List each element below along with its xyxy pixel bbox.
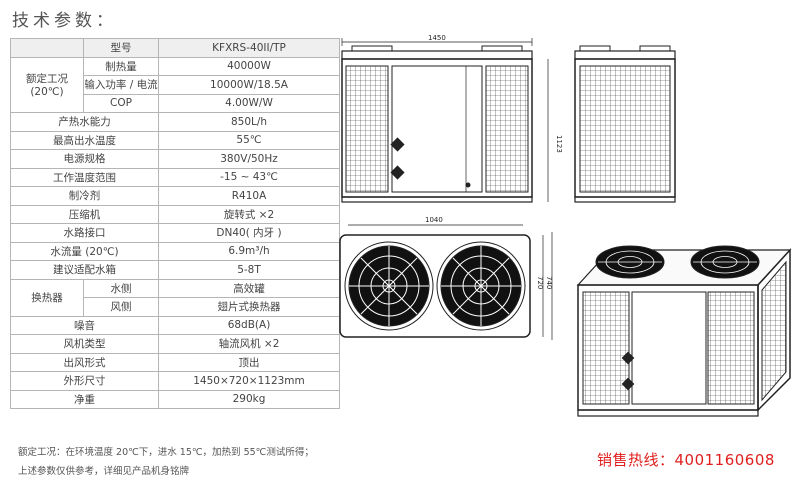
row-value: 1450×720×1123mm (158, 371, 340, 391)
row-value: 55℃ (158, 130, 340, 150)
table-row: 工作温度范围-15 ~ 43℃ (10, 167, 340, 187)
table-row: 出风形式顶出 (10, 352, 340, 372)
row-value: 翅片式换热器 (158, 297, 340, 317)
table-row: 换热器水侧高效罐 (10, 278, 340, 317)
row-value: 4.00W/W (158, 93, 340, 113)
row-value: 68dB(A) (158, 315, 340, 335)
row-value: 40000W (158, 56, 340, 76)
isometric-view-drawing (576, 245, 792, 417)
table-row: 水流量 (20℃)6.9m³/h (10, 241, 340, 261)
row-value: 旋转式 ×2 (158, 204, 340, 224)
row-label: COP (83, 93, 159, 113)
dim-width-label: 1450 (428, 34, 446, 42)
side-view-drawing (574, 45, 676, 203)
row-label: 型号 (83, 38, 159, 58)
row-value: KFXRS-40II/TP (158, 38, 340, 58)
row-value: 5-8T (158, 260, 340, 280)
row-label: 工作温度范围 (10, 167, 159, 187)
row-label: 最高出水温度 (10, 130, 159, 150)
row-label: 净重 (10, 389, 159, 409)
row-label: 输入功率 / 电流 (83, 75, 159, 95)
table-row: 压缩机旋转式 ×2 (10, 204, 340, 224)
row-label: 出风形式 (10, 352, 159, 372)
page-title: 技术参数： (12, 11, 117, 31)
front-view-drawing: 1450 1123 (341, 34, 563, 203)
row-value: 850L/h (158, 112, 340, 132)
table-row: 风机类型轴流风机 ×2 (10, 334, 340, 354)
row-value: 10000W/18.5A (158, 75, 340, 95)
row-label: 风侧 (83, 297, 159, 317)
dim-height-label: 1123 (555, 135, 563, 153)
note-disclaimer: 上述参数仅供参考，详细见产品机身铭牌 (18, 466, 190, 477)
product-drawings: 1450 1123 1040 (339, 34, 792, 417)
row-label: 压缩机 (10, 204, 159, 224)
row-label: 水路接口 (10, 223, 159, 243)
row-label: 建议适配水箱 (10, 260, 159, 280)
dim-depth-a-label: 720 (536, 276, 544, 289)
sales-hotline: 销售热线：4001160608 (597, 451, 775, 469)
rated-group-label: 额定工况(20℃) (10, 56, 84, 113)
dim-depth-b-label: 740 (545, 276, 553, 289)
row-label: 水侧 (83, 278, 159, 298)
row-value: R410A (158, 186, 340, 206)
row-label: 噪音 (10, 315, 159, 335)
note-rated-conditions: 额定工况：在环境温度 20℃下，进水 15℃，加热到 55℃测试所得； (18, 447, 314, 458)
row-label: 外形尺寸 (10, 371, 159, 391)
row-value: 顶出 (158, 352, 340, 372)
table-row: 风侧翅片式换热器 (11, 297, 340, 317)
row-value: 高效罐 (158, 278, 340, 298)
row-value: DN40( 内牙 ) (158, 223, 340, 243)
row-label: 电源规格 (10, 149, 159, 169)
row-value: 6.9m³/h (158, 241, 340, 261)
dim-fan-span-label: 1040 (425, 216, 443, 224)
row-label: 水流量 (20℃) (10, 241, 159, 261)
top-view-drawing: 1040 720 740 (339, 216, 553, 340)
row-value: -15 ~ 43℃ (158, 167, 340, 187)
row-label: 产热水能力 (10, 112, 159, 132)
row-label: 制热量 (83, 56, 159, 76)
row-value: 380V/50Hz (158, 149, 340, 169)
row-label: 制冷剂 (10, 186, 159, 206)
row-value: 轴流风机 ×2 (158, 334, 340, 354)
row-label: 风机类型 (10, 334, 159, 354)
hx-group-label: 换热器 (10, 278, 84, 317)
row-value: 290kg (158, 389, 340, 409)
